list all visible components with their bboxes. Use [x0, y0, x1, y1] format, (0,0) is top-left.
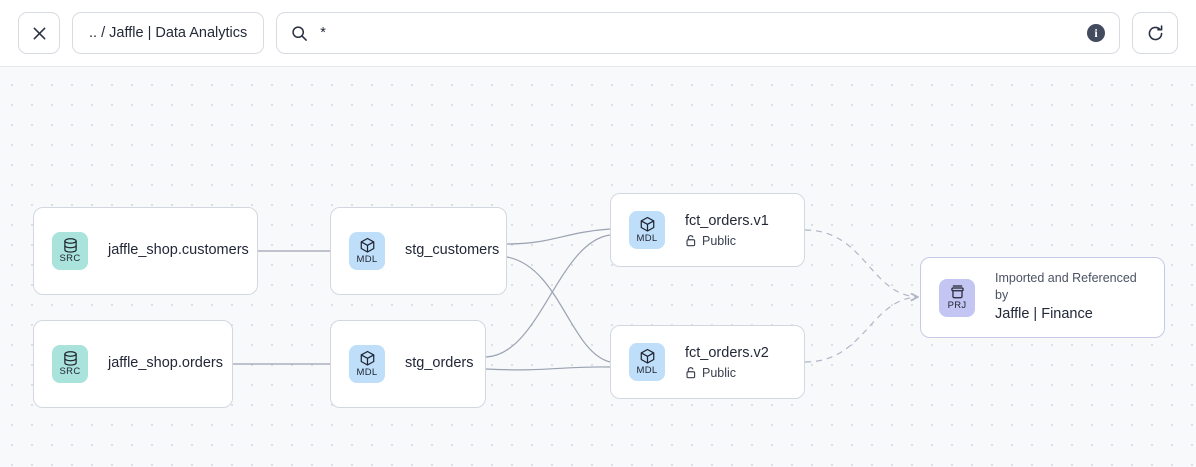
node-body: fct_orders.v1 Public [685, 212, 769, 248]
edge-stg-customers-fct-v1 [506, 228, 611, 245]
node-body: stg_customers [405, 241, 499, 261]
badge-prj: PRJ [939, 278, 975, 317]
database-icon [63, 351, 77, 366]
badge-label: MDL [636, 233, 658, 245]
refresh-button[interactable] [1132, 12, 1178, 54]
node-visibility: Public [685, 234, 769, 248]
badge-src: SRC [52, 232, 88, 270]
badge-label: MDL [636, 365, 658, 377]
edge-fct-v2-prj [804, 297, 918, 363]
node-title: jaffle_shop.customers [108, 242, 249, 259]
close-icon [33, 27, 45, 39]
node-title: stg_customers [405, 242, 500, 259]
node-fct-orders-v2[interactable]: MDL fct_orders.v2 Public [610, 325, 805, 399]
node-title: stg_orders [405, 355, 474, 372]
badge-mdl: MDL [629, 211, 665, 249]
cube-icon [640, 349, 654, 364]
toolbar: .. / Jaffle | Data Analytics * i [0, 0, 1196, 67]
node-visibility-label: Public [702, 365, 737, 380]
cube-icon [360, 351, 374, 366]
node-body: Imported and Referenced by Jaffle | Fina… [995, 270, 1146, 324]
badge-label: SRC [59, 253, 81, 265]
graph-edges [233, 228, 1196, 371]
edge-stg-customers-fct-v2 [506, 256, 611, 363]
node-title: fct_orders.v2 [685, 345, 769, 362]
node-stg-customers[interactable]: MDL stg_customers [330, 207, 507, 295]
node-title: Jaffle | Finance [995, 305, 1093, 322]
node-jaffle-shop-customers[interactable]: SRC jaffle_shop.customers [33, 207, 258, 295]
node-body: jaffle_shop.customers [108, 241, 249, 261]
node-project-jaffle-finance[interactable]: PRJ Imported and Referenced by Jaffle | … [920, 257, 1165, 338]
badge-label: PRJ [947, 300, 967, 312]
cube-icon [640, 217, 654, 232]
cube-icon [360, 238, 374, 253]
graph-canvas[interactable]: SRC jaffle_shop.customers SRC jaffle_sho… [0, 67, 1196, 467]
badge-src: SRC [52, 345, 88, 383]
unlock-icon [686, 367, 696, 379]
search-icon [292, 25, 308, 41]
edge-stg-orders-fct-v2 [485, 366, 611, 371]
refresh-icon [1148, 24, 1162, 40]
node-body: stg_orders [405, 354, 474, 374]
edge-fct-v1-prj [804, 229, 918, 297]
info-icon[interactable]: i [1087, 24, 1105, 42]
badge-label: MDL [356, 367, 378, 379]
node-visibility-label: Public [702, 233, 737, 248]
node-fct-orders-v1[interactable]: MDL fct_orders.v1 Public [610, 193, 805, 267]
unlock-icon [686, 235, 696, 247]
close-button[interactable] [18, 12, 60, 54]
node-body: fct_orders.v2 Public [685, 344, 769, 380]
node-title: fct_orders.v1 [685, 213, 769, 230]
badge-mdl: MDL [629, 343, 665, 381]
node-title: jaffle_shop.orders [108, 355, 224, 372]
badge-label: SRC [59, 366, 81, 378]
node-body: jaffle_shop.orders [108, 354, 223, 374]
search-input[interactable]: * [320, 24, 326, 41]
database-icon [63, 238, 77, 253]
breadcrumb[interactable]: .. / Jaffle | Data Analytics [72, 12, 265, 54]
node-jaffle-shop-orders[interactable]: SRC jaffle_shop.orders [33, 320, 233, 408]
badge-label: MDL [356, 254, 378, 266]
badge-mdl: MDL [349, 345, 385, 383]
edge-stg-orders-fct-v1 [485, 234, 611, 358]
node-stg-orders[interactable]: MDL stg_orders [330, 320, 486, 408]
badge-mdl: MDL [349, 232, 385, 270]
search-field[interactable]: * i [276, 12, 1120, 54]
project-stack-icon [950, 285, 964, 299]
node-visibility: Public [685, 366, 769, 380]
node-caption: Imported and Referenced by [995, 271, 1137, 302]
